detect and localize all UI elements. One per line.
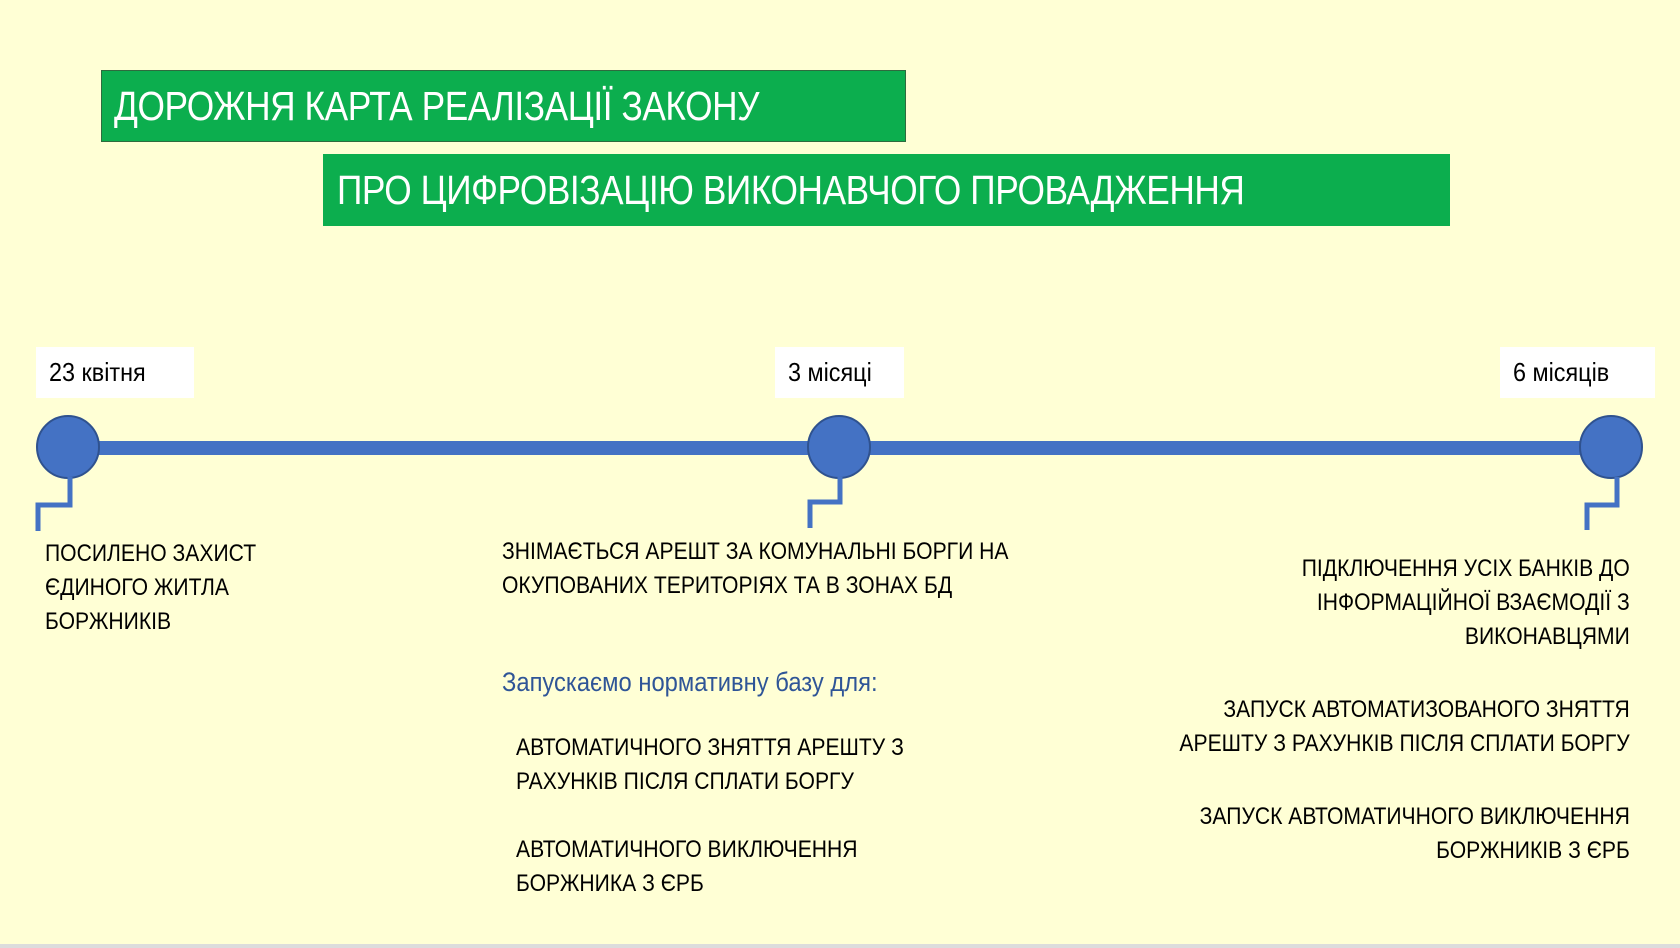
milestone-3-item-1: ПІДКЛЮЧЕННЯ УСІХ БАНКІВ ДО ІНФОРМАЦІЙНОЇ… — [1257, 552, 1630, 654]
title-banner-line-2: ПРО ЦИФРОВІЗАЦІЮ ВИКОНАВЧОГО ПРОВАДЖЕННЯ — [323, 154, 1450, 226]
milestone-dot-icon — [36, 415, 100, 479]
milestone-label-text: 23 квітня — [49, 357, 146, 387]
elbow-connector-icon — [1584, 477, 1620, 530]
description-line: ВИКОНАВЦЯМИ — [1465, 623, 1630, 650]
milestone-2-subitem-2: АВТОМАТИЧНОГО ВИКЛЮЧЕННЯ БОРЖНИКА З ЄРБ — [516, 833, 904, 901]
milestone-3-item-3: ЗАПУСК АВТОМАТИЧНОГО ВИКЛЮЧЕННЯ БОРЖНИКІ… — [1141, 800, 1630, 868]
description-line: БОРЖНИКА З ЄРБ — [516, 870, 704, 897]
milestone-2-subitem-1: АВТОМАТИЧНОГО ЗНЯТТЯ АРЕШТУ З РАХУНКІВ П… — [516, 731, 957, 799]
description-line: ЄДИНОГО ЖИТЛА — [45, 574, 229, 601]
milestone-1-description: ПОСИЛЕНО ЗАХИСТ ЄДИНОГО ЖИТЛА БОРЖНИКІВ — [45, 537, 285, 639]
description-line: АВТОМАТИЧНОГО ВИКЛЮЧЕННЯ — [516, 836, 858, 863]
description-line: БОРЖНИКІВ — [45, 608, 172, 635]
description-line: ПІДКЛЮЧЕННЯ УСІХ БАНКІВ ДО — [1301, 555, 1630, 582]
description-line: ЗАПУСК АВТОМАТИЗОВАНОГО ЗНЯТТЯ — [1223, 696, 1630, 723]
milestone-2-subheading: Запускаємо нормативну базу для: — [502, 664, 929, 700]
title-line-1: ДОРОЖНЯ КАРТА РЕАЛІЗАЦІЇ ЗАКОНУ — [114, 83, 760, 129]
description-line: ЗНІМАЄТЬСЯ АРЕШТ ЗА КОМУНАЛЬНІ БОРГИ НА — [502, 538, 1009, 565]
milestone-label-text: 6 місяців — [1513, 357, 1610, 387]
milestone-label-text: 3 місяці — [788, 357, 872, 387]
milestone-dot-icon — [1579, 415, 1643, 479]
description-line: БОРЖНИКІВ З ЄРБ — [1436, 837, 1630, 864]
description-line: ЗАПУСК АВТОМАТИЧНОГО ВИКЛЮЧЕННЯ — [1199, 803, 1630, 830]
milestone-3-item-2: ЗАПУСК АВТОМАТИЗОВАНОГО ЗНЯТТЯ АРЕШТУ З … — [1118, 693, 1630, 761]
description-line: ІНФОРМАЦІЙНОЇ ВЗАЄМОДІЇ З — [1317, 589, 1630, 616]
milestone-2-description: ЗНІМАЄТЬСЯ АРЕШТ ЗА КОМУНАЛЬНІ БОРГИ НА … — [502, 535, 1078, 603]
description-line: ОКУПОВАНИХ ТЕРИТОРІЯХ ТА В ЗОНАХ БД — [502, 572, 953, 599]
subheading-text: Запускаємо нормативну базу для: — [502, 667, 878, 697]
milestone-dot-icon — [807, 415, 871, 479]
description-line: АВТОМАТИЧНОГО ЗНЯТТЯ АРЕШТУ З — [516, 734, 904, 761]
elbow-connector-icon — [807, 477, 843, 528]
milestone-label-6-months: 6 місяців — [1500, 347, 1655, 398]
description-line: ПОСИЛЕНО ЗАХИСТ — [45, 540, 257, 567]
bottom-border-strip — [0, 944, 1680, 948]
milestone-label-3-months: 3 місяці — [775, 347, 904, 398]
description-line: АРЕШТУ З РАХУНКІВ ПІСЛЯ СПЛАТИ БОРГУ — [1179, 730, 1630, 757]
description-line: РАХУНКІВ ПІСЛЯ СПЛАТИ БОРГУ — [516, 768, 854, 795]
title-banner-line-1: ДОРОЖНЯ КАРТА РЕАЛІЗАЦІЇ ЗАКОНУ — [101, 70, 906, 142]
elbow-connector-icon — [35, 477, 73, 531]
milestone-label-april-23: 23 квітня — [36, 347, 194, 398]
title-line-2: ПРО ЦИФРОВІЗАЦІЮ ВИКОНАВЧОГО ПРОВАДЖЕННЯ — [337, 167, 1245, 213]
